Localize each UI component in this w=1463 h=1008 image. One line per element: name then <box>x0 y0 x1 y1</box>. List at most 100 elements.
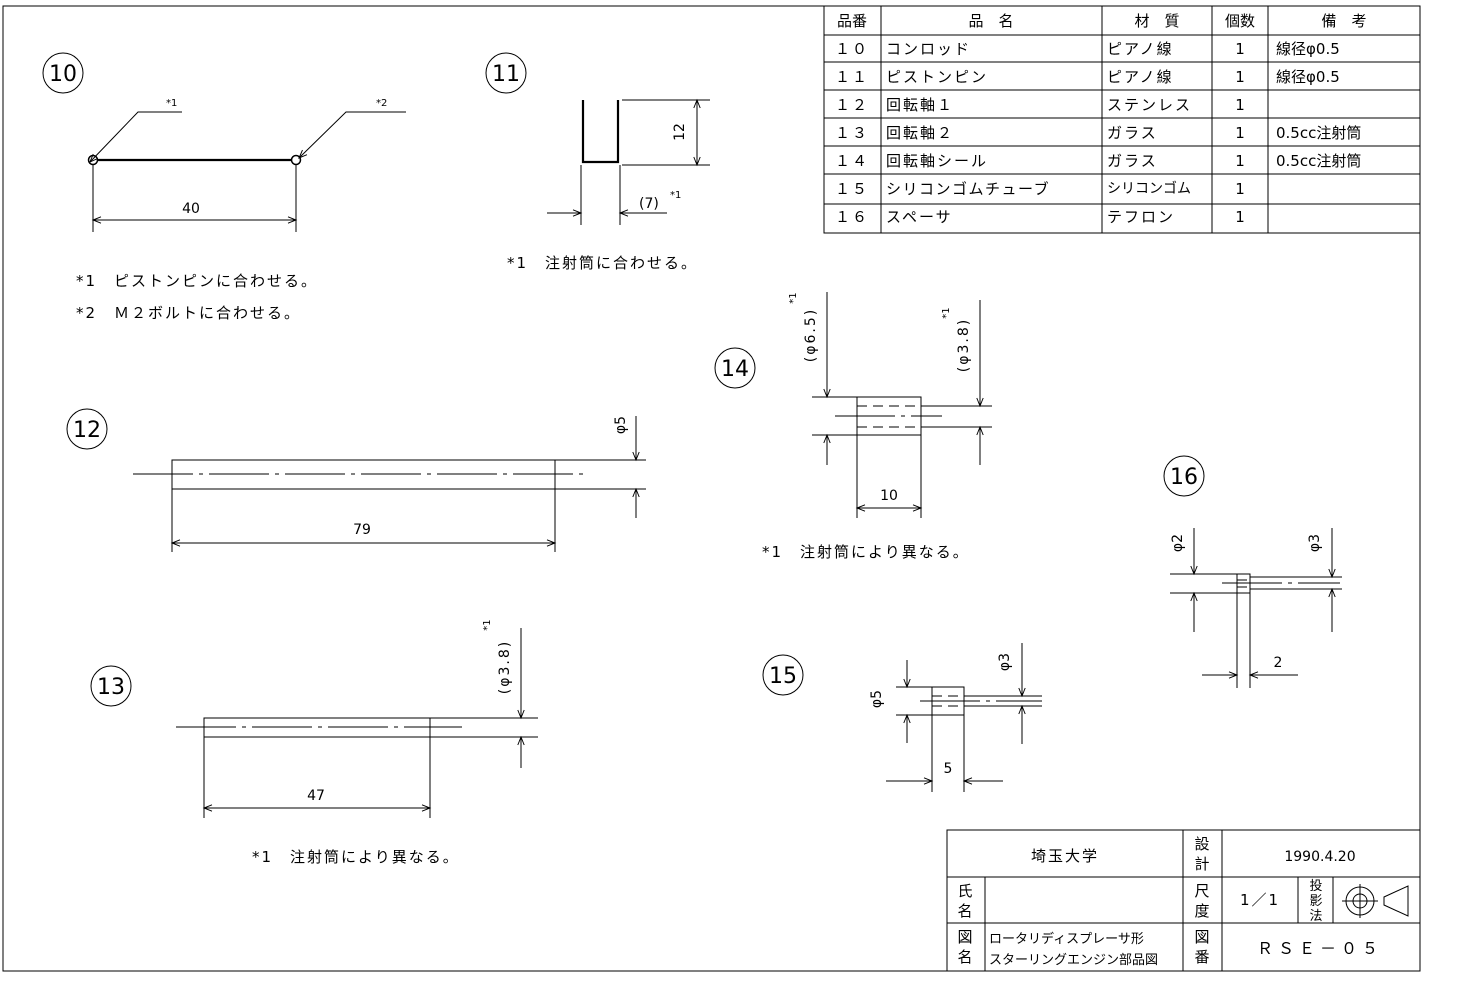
table-cell-qty: 1 <box>1235 68 1245 86</box>
dim-inner-3-8: (φ3.8) <box>956 318 972 372</box>
table-header-no: 品番 <box>837 12 867 30</box>
design-label: 計 <box>1194 855 1211 873</box>
table-cell-no: １５ <box>835 180 869 198</box>
projection-label: 投 <box>1309 878 1322 894</box>
dim-length-5: 5 <box>944 761 953 777</box>
table-cell-material: ガラス <box>1107 152 1158 170</box>
table-cell-material: ガラス <box>1107 124 1158 142</box>
part-label-13: 13 <box>97 675 125 700</box>
table-cell-name: コンロッド <box>886 40 971 58</box>
table-header-material: 材 質 <box>1134 12 1179 30</box>
dim-mark-1: *1 <box>482 619 493 630</box>
drawing-name-line1: ロータリディスプレーサ形 <box>989 931 1144 947</box>
table-header-name: 品 名 <box>968 12 1013 30</box>
table-cell-material: シリコンゴム <box>1107 180 1191 197</box>
table-cell-qty: 1 <box>1235 208 1245 226</box>
table-cell-no: １４ <box>835 152 869 170</box>
table-cell-note: 0.5cc注射筒 <box>1276 124 1361 142</box>
table-cell-material: テフロン <box>1107 208 1175 226</box>
drawing-name-label: 図 <box>957 928 974 946</box>
table-cell-no: １３ <box>835 124 869 142</box>
table-cell-material: ピアノ線 <box>1107 40 1174 58</box>
dim-length-40: 40 <box>182 201 200 217</box>
dim-outer-3: φ3 <box>1307 534 1323 552</box>
part-label-14: 14 <box>721 357 749 382</box>
scale-value: 1／1 <box>1240 891 1280 909</box>
name-label: 氏 <box>957 882 974 900</box>
drawing-number: ＲＳＥ－０５ <box>1257 939 1383 958</box>
note-depends-syringe: *1 注射筒により異なる。 <box>252 848 460 866</box>
mark-2: *2 <box>376 98 387 109</box>
table-cell-qty: 1 <box>1235 124 1245 142</box>
dim-dia-3-8: (φ3.8) <box>497 640 513 694</box>
projection-label: 影 <box>1309 894 1322 909</box>
table-cell-note: 線径φ0.5 <box>1276 40 1340 58</box>
pin-hole-1 <box>87 154 99 166</box>
part-label-12: 12 <box>73 418 101 443</box>
title-block: 埼玉大学 設 計 1990.4.20 氏 名 尺 度 1／1 投 影 法 図 名… <box>946 829 1421 972</box>
table-cell-no: １６ <box>835 208 869 226</box>
projection-symbol-icon <box>1342 884 1409 918</box>
table-cell-name: 回転軸２ <box>886 124 954 142</box>
table-cell-qty: 1 <box>1235 96 1245 114</box>
design-label: 設 <box>1194 835 1211 853</box>
table-header-qty: 個数 <box>1225 12 1255 30</box>
drawing-name-label: 名 <box>957 948 974 966</box>
note-m2-bolt: *2 Ｍ２ボルトに合わせる。 <box>76 304 301 322</box>
table-cell-name: 回転軸１ <box>886 96 954 114</box>
part-16-spacer: 16 φ2 φ3 2 <box>1163 455 1342 688</box>
table-cell-qty: 1 <box>1235 180 1245 198</box>
pin-shape <box>581 100 620 164</box>
table-cell-name: スペーサ <box>886 208 953 226</box>
table-cell-material: ピアノ線 <box>1107 68 1174 86</box>
drawing-name-line2: スターリングエンジン部品図 <box>989 953 1158 968</box>
part-label-11: 11 <box>492 62 520 87</box>
dim-mark-1: *1 <box>670 190 681 201</box>
part-11-piston-pin: 11 12 (7) *1 *1 注射筒に合わせる。 <box>485 52 710 272</box>
table-cell-qty: 1 <box>1235 40 1245 58</box>
drawing-no-label: 番 <box>1194 948 1211 966</box>
table-cell-no: １０ <box>835 40 869 58</box>
name-label: 名 <box>957 902 974 920</box>
note-depends-syringe: *1 注射筒により異なる。 <box>762 543 970 561</box>
dim-inner-2: φ2 <box>1170 534 1186 552</box>
table-cell-material: ステンレス <box>1107 96 1192 114</box>
part-12-shaft-1: 12 φ5 79 <box>66 408 646 552</box>
table-cell-name: シリコンゴムチューブ <box>886 180 1050 198</box>
table-cell-note: 0.5cc注射筒 <box>1276 152 1361 170</box>
part-15-silicone-tube: 15 φ5 φ3 5 <box>762 643 1042 792</box>
drawing-no-label: 図 <box>1194 928 1211 946</box>
parts-table: 品番 品 名 材 質 個数 備 考 １０ コンロッド ピアノ線 1 線径φ0.5… <box>823 5 1421 234</box>
dim-inner-3: φ3 <box>997 653 1013 671</box>
dim-outer-5: φ5 <box>869 690 885 708</box>
part-13-shaft-2: 13 (φ3.8) *1 47 *1 注射筒により異なる。 <box>90 619 538 866</box>
part-label-15: 15 <box>769 664 797 689</box>
dim-length-2: 2 <box>1274 655 1283 671</box>
note-piston-pin: *1 ピストンピンに合わせる。 <box>76 272 318 290</box>
org-name: 埼玉大学 <box>1031 847 1099 865</box>
table-cell-no: １２ <box>835 96 869 114</box>
dim-outer-6-5: (φ6.5) <box>803 308 819 362</box>
projection-label: 法 <box>1309 909 1322 924</box>
scale-label: 尺 <box>1194 882 1211 900</box>
table-cell-no: １１ <box>835 68 869 86</box>
dim-length-10: 10 <box>880 488 898 504</box>
part-label-16: 16 <box>1170 465 1198 490</box>
part-label-10: 10 <box>49 62 77 87</box>
note-fit-syringe: *1 注射筒に合わせる。 <box>507 254 698 272</box>
pin-hole-2 <box>290 154 302 166</box>
dim-height-12: 12 <box>672 123 688 141</box>
sheet-border <box>2 5 1421 972</box>
table-cell-qty: 1 <box>1235 152 1245 170</box>
part-10-conrod: 10 40 *1 *2 *1 ピストンピンに合わせる。 *2 Ｍ２ボルトに合わせ… <box>42 52 406 322</box>
scale-label: 度 <box>1194 902 1211 920</box>
dim-length-79: 79 <box>353 522 371 538</box>
design-date: 1990.4.20 <box>1284 849 1355 865</box>
dim-length-47: 47 <box>307 788 325 804</box>
table-cell-name: 回転軸シール <box>886 152 988 170</box>
table-cell-note: 線径φ0.5 <box>1276 68 1340 86</box>
dim-mark-1: *1 <box>941 307 952 318</box>
dim-dia-5: φ5 <box>613 416 629 434</box>
part-14-shaft-seal: 14 (φ6.5) *1 (φ3.8) *1 10 *1 注射筒により異なる。 <box>714 292 992 561</box>
